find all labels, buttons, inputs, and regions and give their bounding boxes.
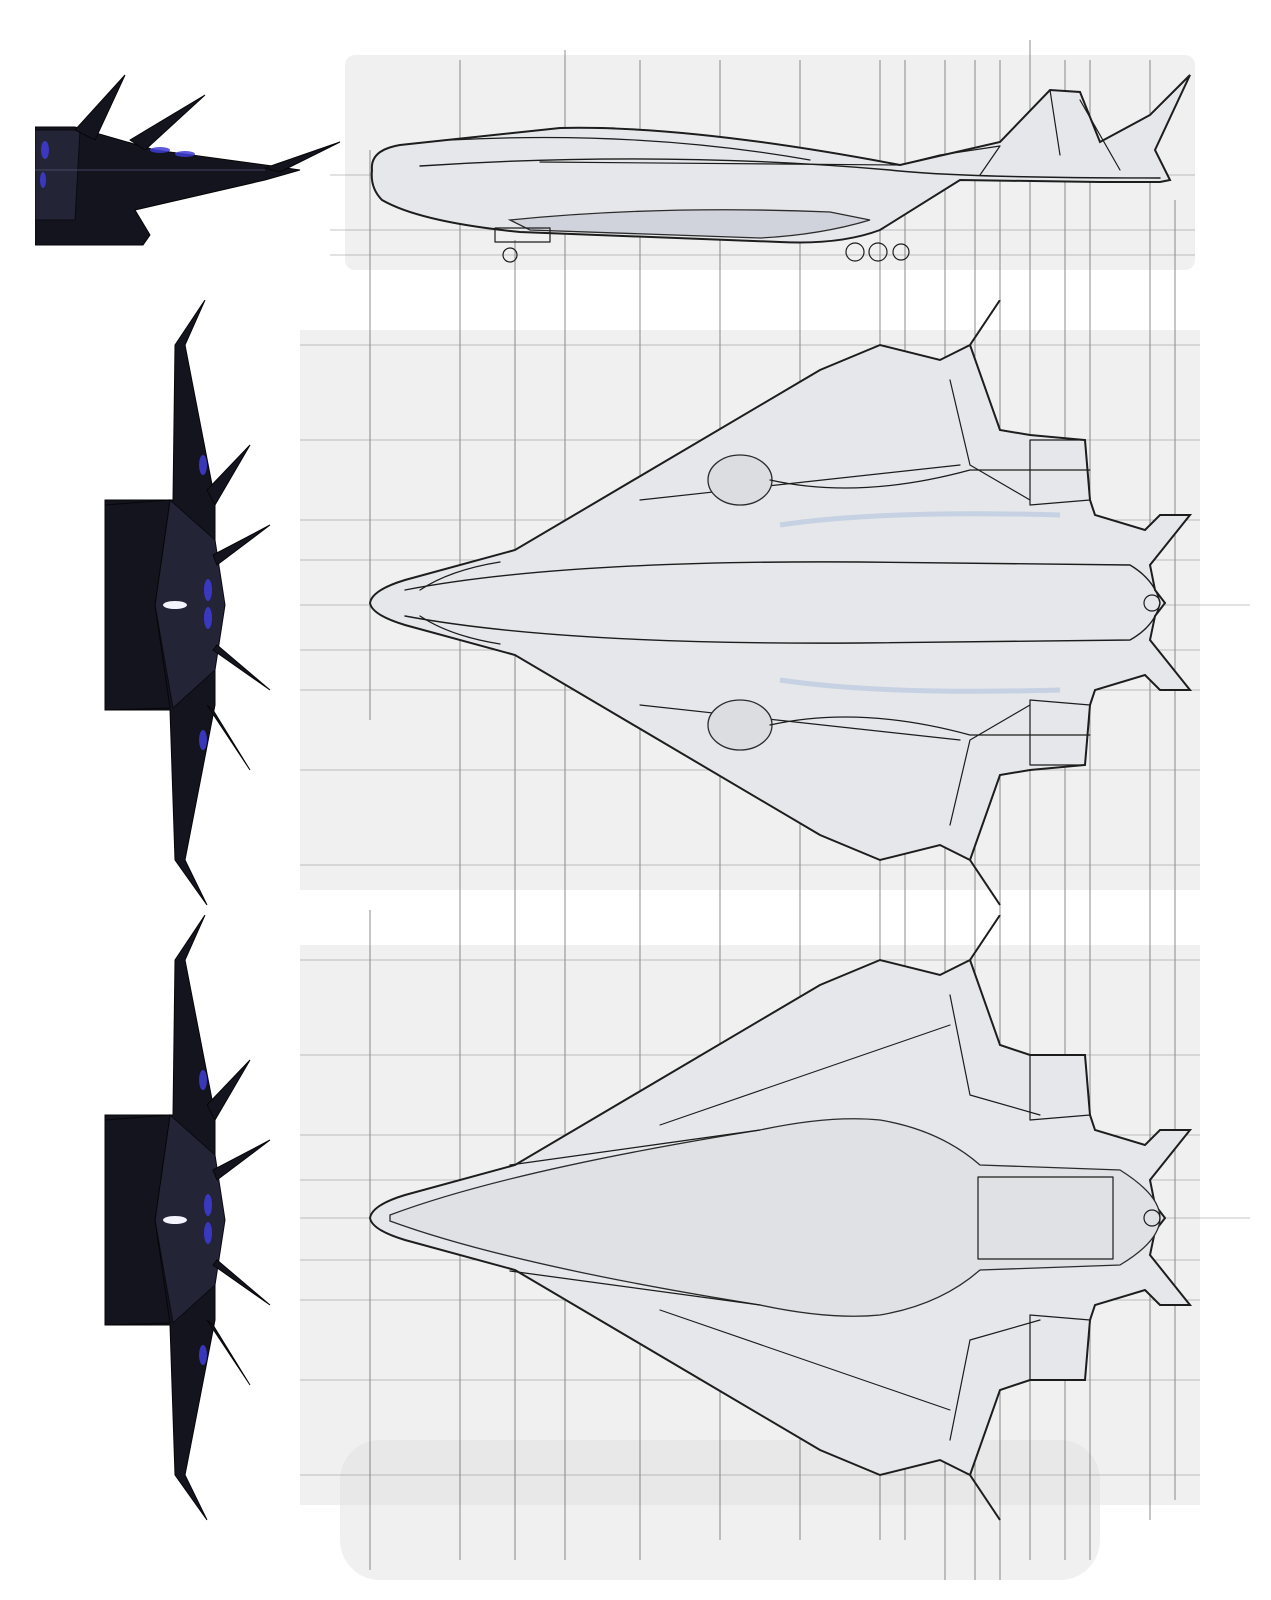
front-render-bottom	[104, 915, 271, 1521]
top-hull	[368, 915, 1193, 1521]
glow-vents	[199, 455, 212, 750]
side-sketch	[370, 74, 1191, 263]
front-render-top	[35, 74, 341, 246]
top-sketch	[368, 915, 1193, 1521]
render-body	[104, 915, 271, 1521]
underside-hull	[368, 300, 1193, 906]
glow-vents	[199, 1070, 212, 1365]
underside-sketch	[368, 300, 1193, 906]
glow-vents	[40, 141, 195, 188]
render-body	[104, 300, 271, 906]
front-render-middle	[104, 300, 271, 906]
landing-gear	[494, 227, 910, 263]
